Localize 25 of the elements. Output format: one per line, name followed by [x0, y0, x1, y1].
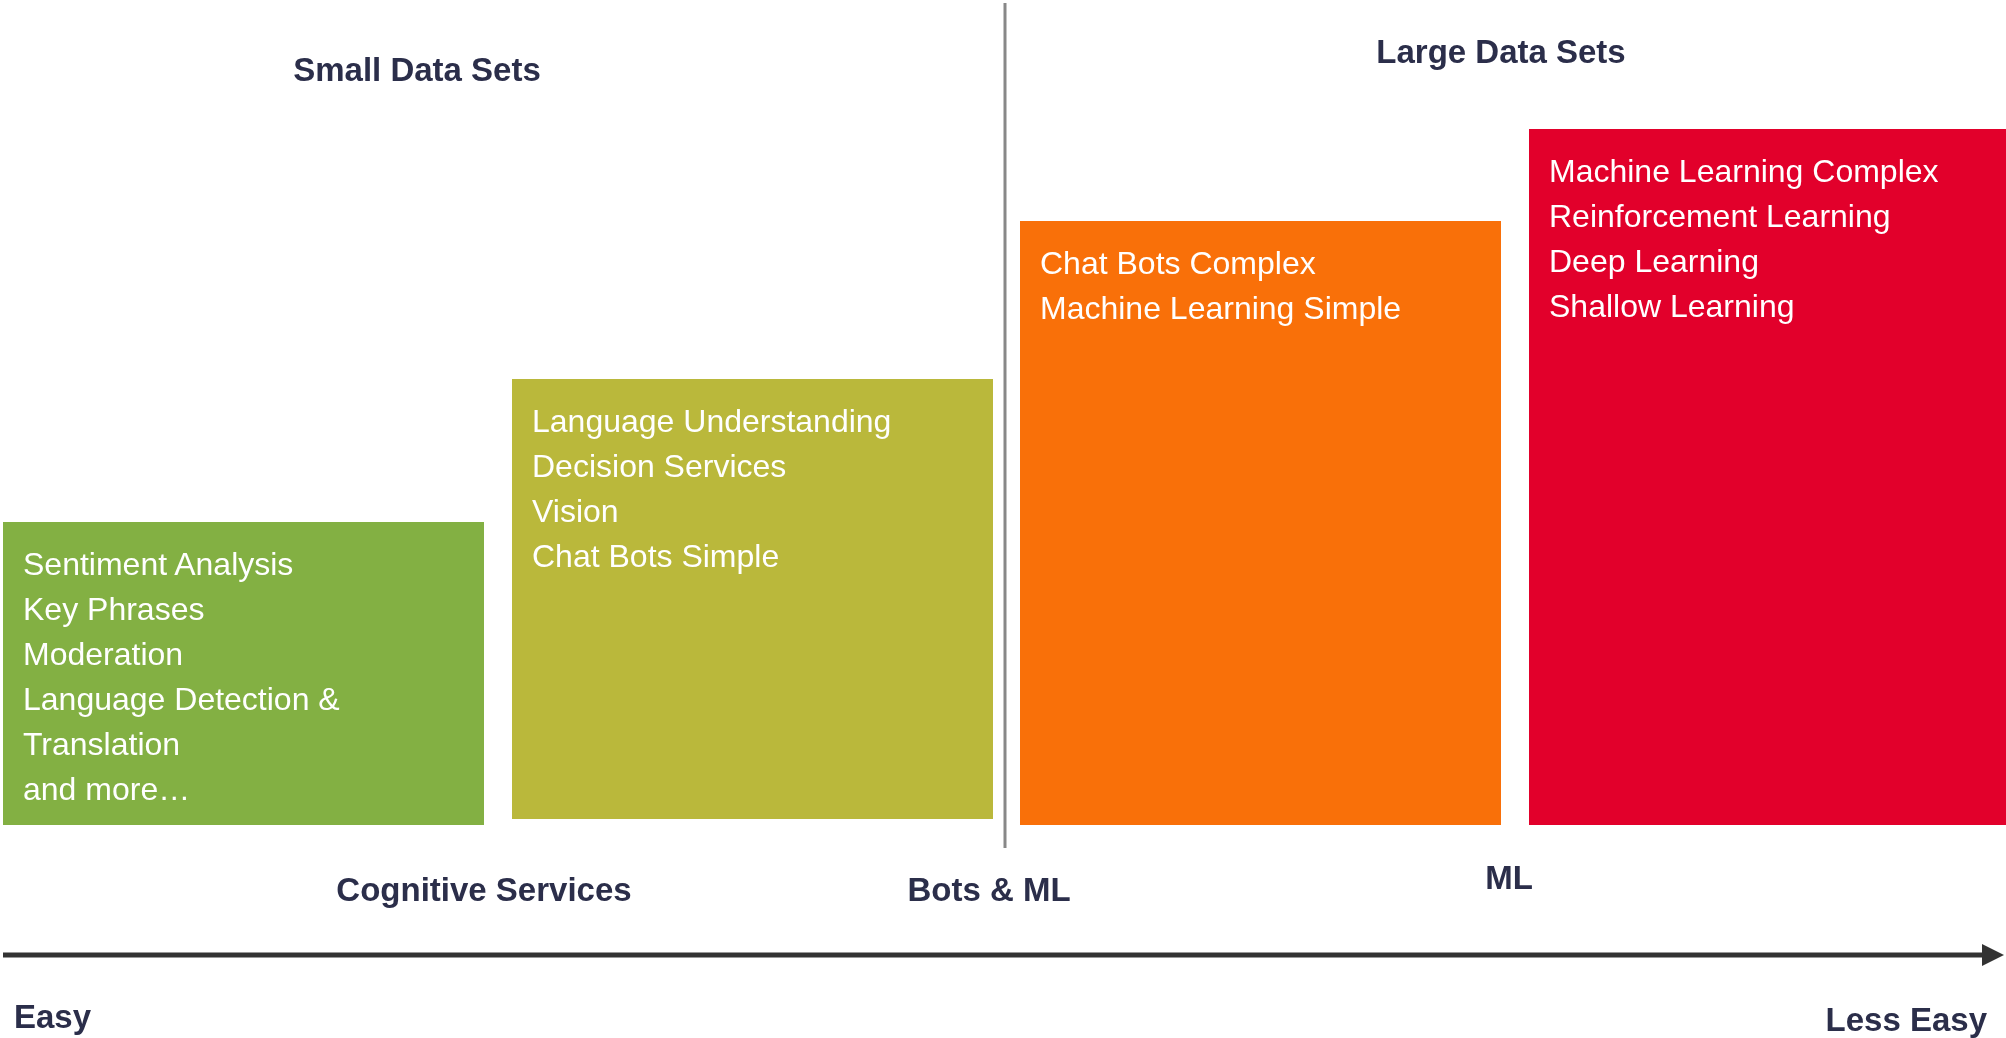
list-item: Language Understanding: [532, 402, 893, 441]
section-heading: Large Data Sets: [1376, 32, 1626, 72]
category-box: [1020, 221, 1501, 825]
list-item: Sentiment Analysis: [23, 545, 295, 584]
category-box: [512, 379, 993, 819]
axis-label: Easy: [14, 997, 92, 1037]
list-item: Shallow Learning: [1549, 287, 1796, 326]
category-label: Cognitive Services: [336, 870, 632, 910]
list-item: Deep Learning: [1549, 242, 1760, 281]
list-item: Key Phrases: [23, 590, 206, 629]
list-item: Reinforcement Learning: [1549, 197, 1892, 236]
list-item: Moderation: [23, 635, 185, 674]
category-box: [3, 522, 484, 825]
list-item: and more…: [23, 770, 192, 809]
list-item: Chat Bots Complex: [1040, 244, 1317, 283]
category-box: [1529, 129, 2006, 825]
list-item: Machine Learning Complex: [1549, 152, 1940, 191]
list-item: Machine Learning Simple: [1040, 289, 1403, 328]
axis-label: Less Easy: [1825, 1000, 1987, 1038]
section-heading: Small Data Sets: [293, 50, 541, 90]
list-item: Vision: [532, 492, 620, 531]
category-label: ML: [1485, 858, 1533, 898]
category-label: Bots & ML: [907, 870, 1071, 910]
list-item: Chat Bots Simple: [532, 537, 781, 576]
list-item: Decision Services: [532, 447, 788, 486]
